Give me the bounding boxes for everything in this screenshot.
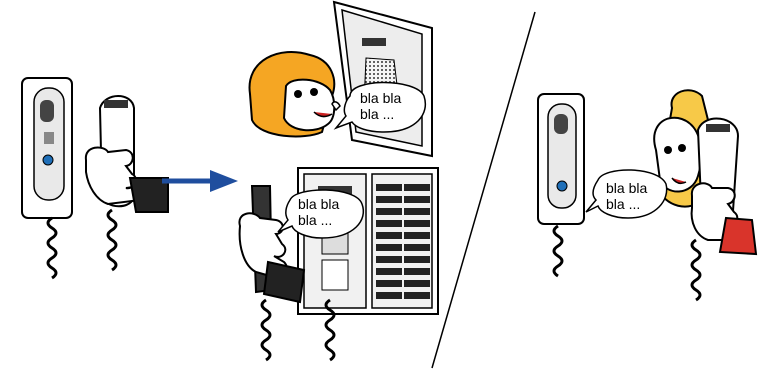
bubble-1-line-1: bla bla <box>360 90 402 106</box>
speech-bubble-2 <box>277 189 365 239</box>
cord-right-1 <box>552 224 564 278</box>
bubble-2-line-1: bla bla <box>298 196 340 212</box>
call-button-icon <box>42 154 54 166</box>
sleeve-center <box>262 260 306 304</box>
call-button-right-icon <box>556 180 568 192</box>
bubble-3-line-2: bla ... <box>606 196 641 212</box>
wall-intercom-right <box>537 93 585 225</box>
hand-right <box>690 182 758 256</box>
cord-left-2 <box>106 208 118 272</box>
speaker-panel <box>332 0 433 158</box>
man-head <box>653 89 710 208</box>
bubble-1-line-2: bla ... <box>360 106 395 122</box>
sleeve-right <box>718 216 758 256</box>
cord-right-2 <box>690 238 702 302</box>
woman-head <box>248 50 341 138</box>
hand-center <box>238 212 288 278</box>
cord-center-1 <box>260 298 272 362</box>
arrow-icon <box>162 170 238 192</box>
cord-center-2 <box>324 298 336 362</box>
speech-bubble-1 <box>333 81 427 133</box>
handset-center <box>238 185 306 304</box>
wall-intercom-left <box>21 77 73 219</box>
cord-left-1 <box>46 216 58 280</box>
divider-line <box>431 11 536 369</box>
speech-bubble-3 <box>585 169 668 219</box>
hand-left <box>84 146 169 213</box>
entry-panel-buttons <box>376 184 430 299</box>
bubble-2-line-2: bla ... <box>298 212 333 228</box>
bubble-3-line-1: bla bla <box>606 180 648 196</box>
sleeve-left <box>128 177 169 213</box>
